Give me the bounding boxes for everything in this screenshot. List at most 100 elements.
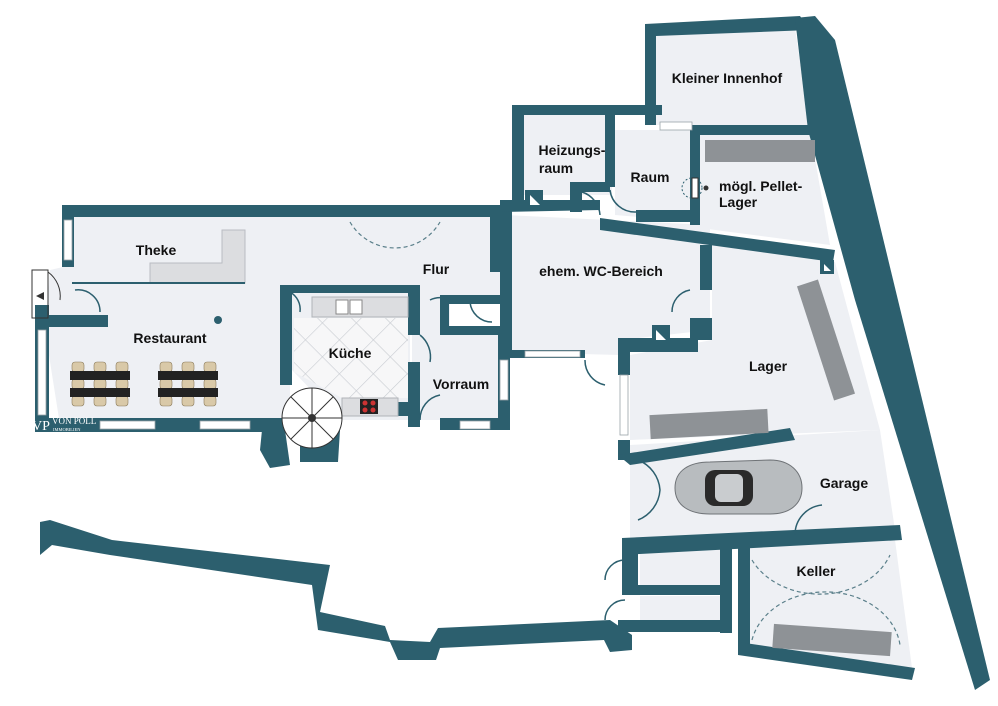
floor-raum [615, 130, 700, 222]
stair-step [311, 396, 334, 419]
door-swing [609, 189, 637, 213]
window [37, 329, 47, 416]
dashed-swing [349, 221, 441, 249]
wall [690, 318, 712, 340]
room-label-wc-bereich: ehem. WC-Bereich [539, 263, 663, 279]
hatch-dot [703, 185, 709, 191]
wall [408, 285, 420, 335]
chair [159, 361, 173, 373]
column-marks [530, 195, 831, 340]
room-label-lager: Lager [749, 358, 788, 374]
shelf [649, 408, 769, 440]
wall [160, 418, 196, 432]
chair [181, 361, 195, 373]
wall [512, 105, 524, 210]
chair [115, 361, 129, 373]
wall [70, 205, 245, 217]
hatch-rect [691, 177, 699, 199]
room-label-garage: Garage [820, 475, 868, 491]
door-swings [74, 189, 901, 646]
wall [280, 285, 292, 385]
dining-tables [70, 361, 218, 407]
door-swing [289, 291, 301, 313]
wall [618, 428, 795, 465]
wall [645, 16, 810, 125]
wall [570, 182, 582, 212]
room-label-vorraum: Vorraum [433, 376, 490, 392]
wall [618, 365, 630, 375]
logo-monogram: VP [32, 419, 50, 434]
entrance-swing [47, 271, 61, 301]
wall [48, 315, 108, 327]
walls [35, 16, 990, 690]
wall [605, 112, 615, 187]
door-swing [419, 394, 441, 421]
wall [215, 205, 505, 217]
wall [440, 326, 505, 335]
chair [181, 378, 195, 390]
wall [570, 182, 610, 192]
room-labels: Kleiner Innenhof Heizungs- raum Raum mög… [133, 70, 868, 579]
column-dot [214, 316, 222, 324]
shelf [772, 623, 892, 657]
chair [115, 395, 129, 407]
chair [203, 361, 217, 373]
entrance-frame [31, 269, 49, 319]
windows [37, 121, 693, 436]
chair [93, 395, 107, 407]
wall [636, 210, 698, 222]
floor-innenhof [656, 28, 810, 130]
theke-counter [72, 229, 246, 284]
table [70, 388, 130, 397]
room-label-kleiner-innenhof: Kleiner Innenhof [672, 70, 783, 86]
wall [622, 525, 902, 555]
wall [398, 402, 410, 416]
entrance-door-icon [31, 269, 61, 319]
burner [362, 400, 368, 406]
room-label-raum: Raum [631, 169, 670, 185]
room-label-pellet-2: Lager [719, 194, 758, 210]
column-mark [824, 264, 831, 271]
floor-store-1 [640, 548, 722, 590]
stair-step [290, 396, 313, 419]
window [524, 350, 581, 358]
wall [260, 430, 290, 468]
wall [690, 125, 700, 225]
wall [440, 295, 500, 304]
table [158, 371, 218, 380]
hatch-icon [681, 177, 709, 199]
chair [71, 378, 85, 390]
wall [408, 362, 420, 427]
chair [115, 378, 129, 390]
window [619, 374, 629, 436]
door-swing [604, 559, 626, 581]
wall [490, 217, 502, 272]
room-label-heizungsraum-1: Heizungs- [539, 142, 606, 158]
stair-core [308, 414, 316, 422]
chair [203, 378, 217, 390]
sink-icon [349, 299, 363, 315]
chair [71, 395, 85, 407]
car-roof [715, 474, 743, 502]
shelving [649, 140, 892, 657]
wall [795, 16, 990, 690]
floor-heizung [518, 112, 612, 195]
chair [71, 361, 85, 373]
wall [700, 245, 712, 290]
wall [652, 325, 670, 343]
floor-vorraum [412, 330, 500, 420]
wall [622, 540, 638, 595]
wall [738, 545, 750, 645]
stove-icon [360, 399, 378, 414]
wall [280, 285, 420, 293]
column-mark [530, 195, 540, 205]
window [499, 359, 509, 401]
room-label-flur: Flur [423, 261, 450, 277]
window [659, 121, 693, 131]
wall [690, 125, 810, 135]
logo-subline: IMMOBILIEN [53, 427, 81, 432]
column-mark [656, 330, 666, 340]
chair [159, 395, 173, 407]
shelf [705, 140, 815, 162]
stair-step [311, 417, 334, 440]
